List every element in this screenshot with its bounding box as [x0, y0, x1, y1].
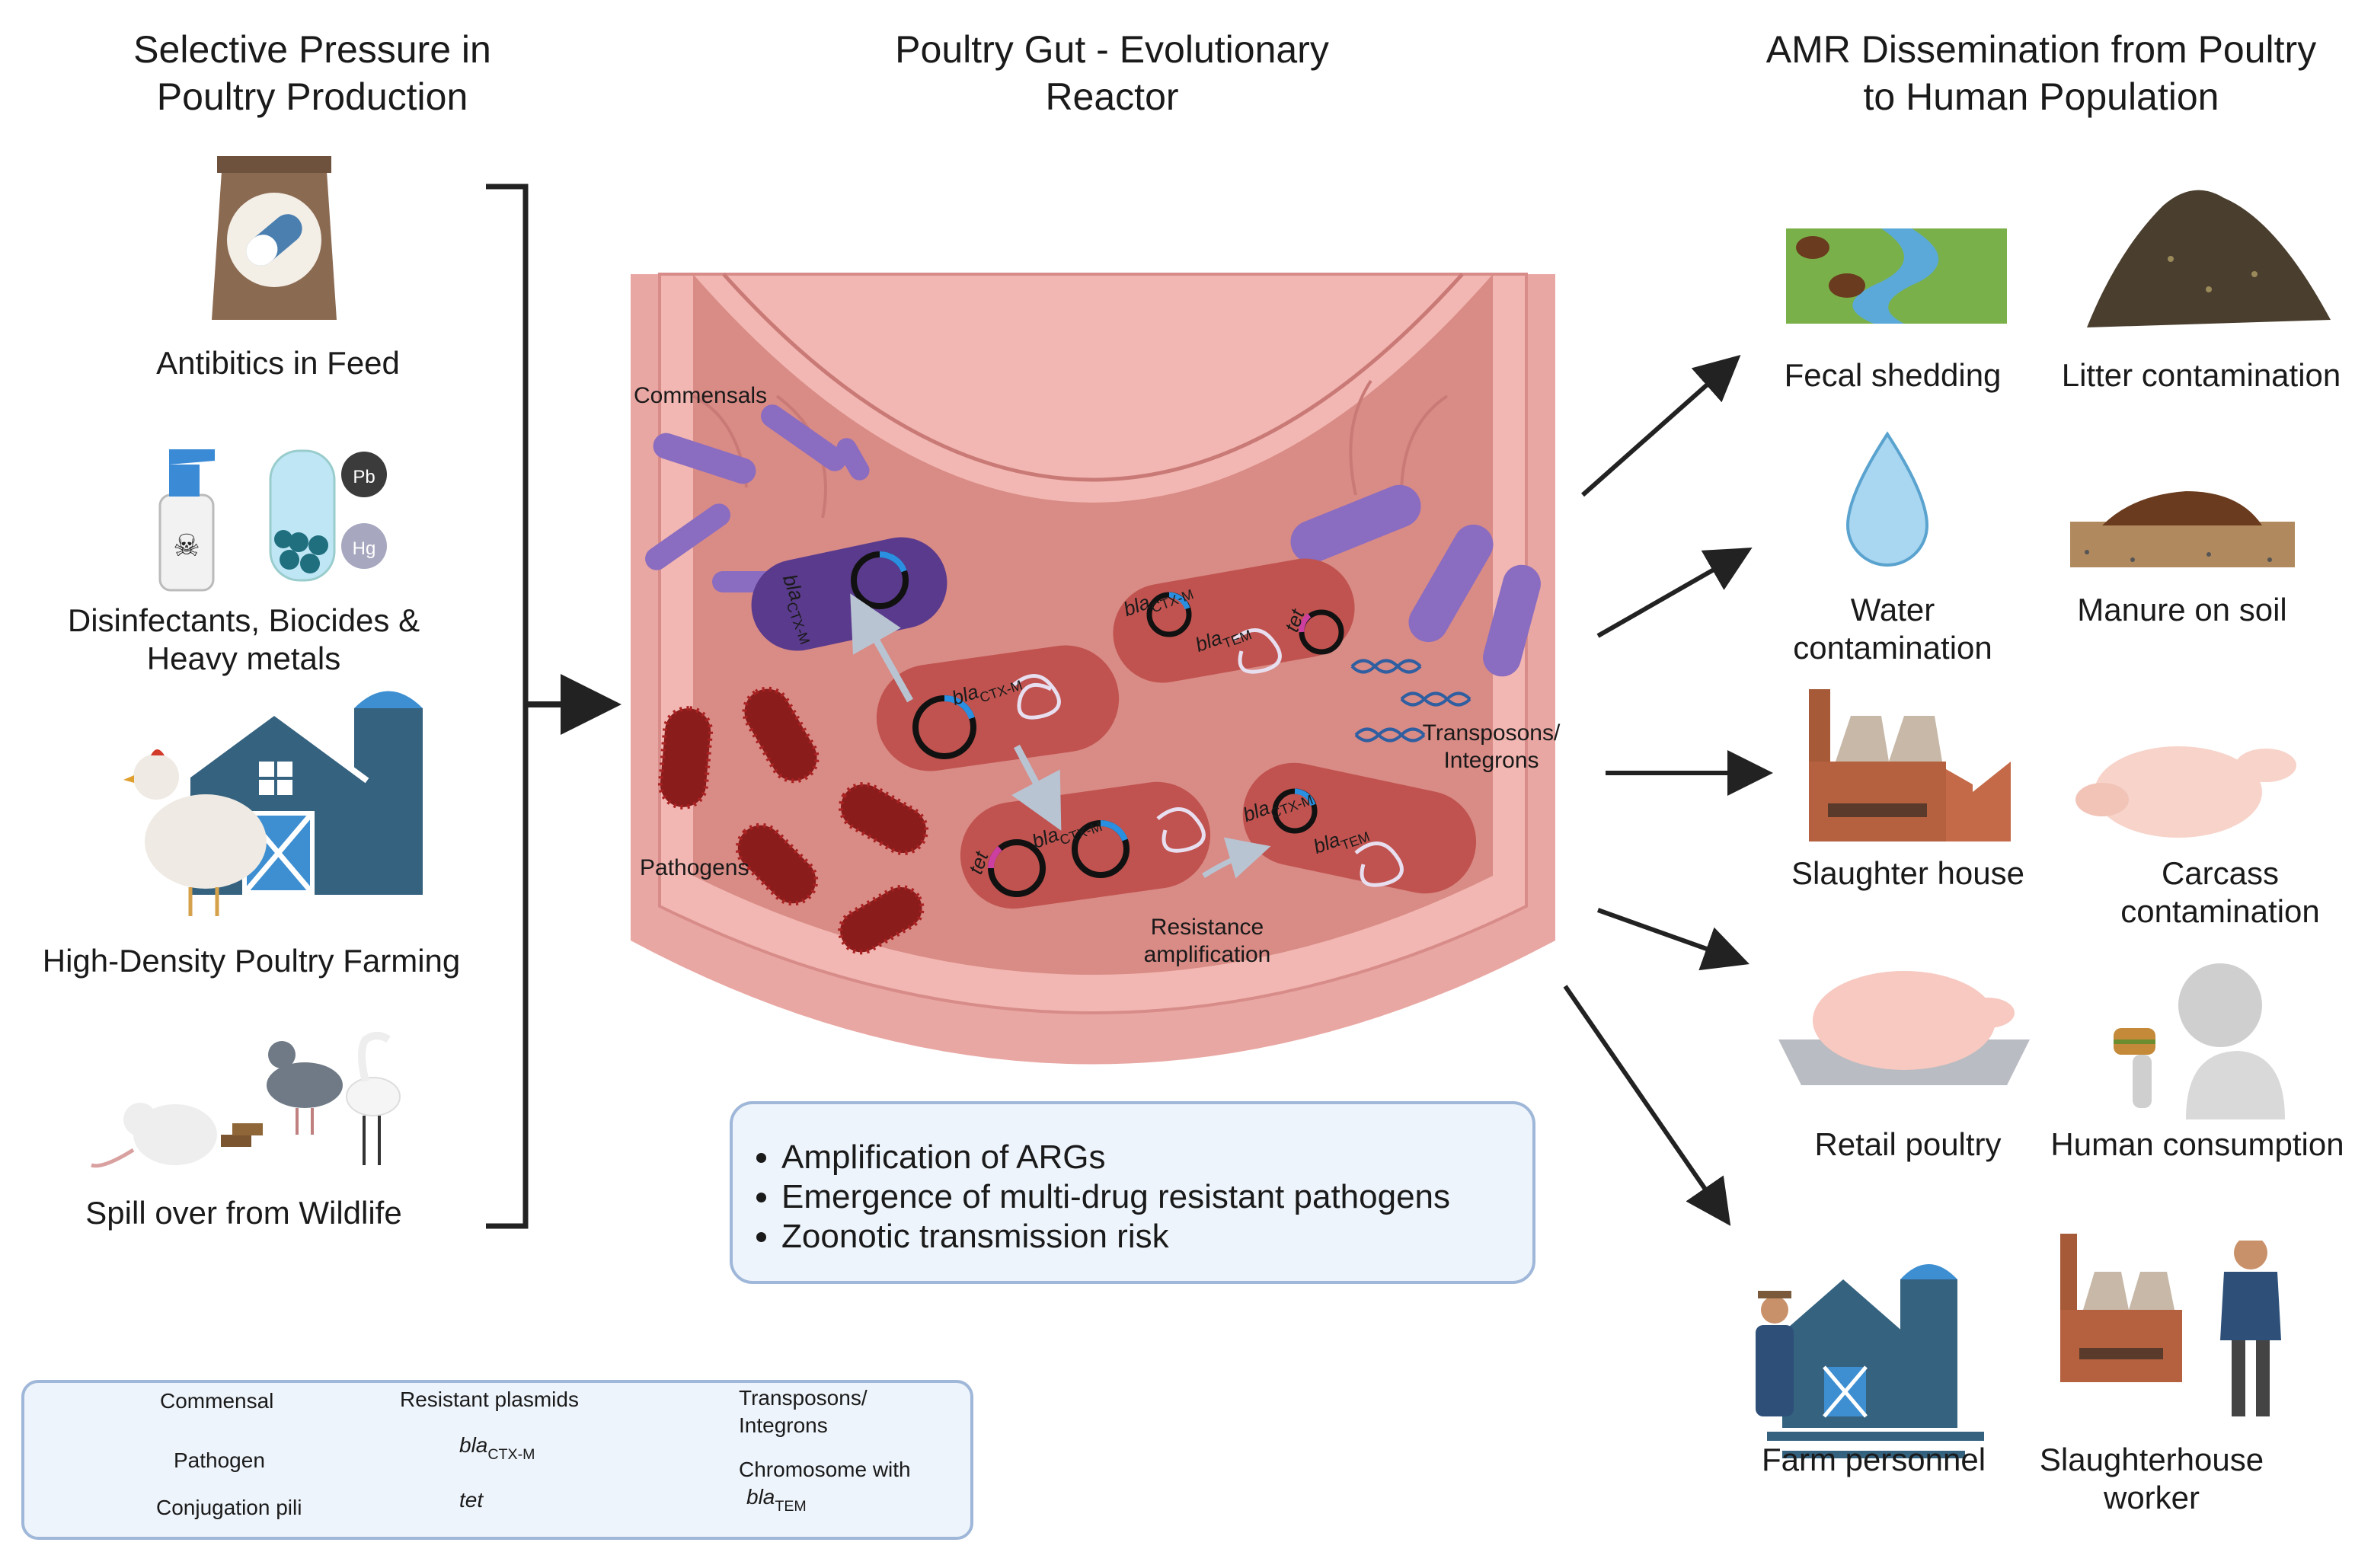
label-high-density-farming: High-Density Poultry Farming: [42, 943, 461, 979]
legend-box: [21, 1380, 973, 1540]
label-carcass-contamination: Carcass contamination: [2120, 855, 2320, 929]
svg-text:☠: ☠: [173, 529, 200, 563]
label-antibiotics-in-feed: Antibitics in Feed: [156, 345, 400, 381]
outcomes-box: Amplification of ARGs Emergence of multi…: [730, 1101, 1535, 1284]
label-retail-poultry: Retail poultry: [1814, 1126, 2002, 1162]
litter-pile-icon: [2087, 190, 2331, 327]
fecal-shedding-icon: [1786, 228, 2007, 324]
legend-commensal: Commensal: [160, 1389, 274, 1413]
label-resistance-amplification: Resistance amplification: [1143, 915, 1271, 967]
label-slaughterhouse-worker: Slaughterhouse worker: [2039, 1442, 2264, 1515]
transposon-icon: [1350, 659, 1471, 742]
legend-transposons: Transposons/ Integrons: [739, 1386, 868, 1437]
label-farm-personnel: Farm personnel: [1761, 1442, 1986, 1477]
outcome-item: Zoonotic transmission risk: [781, 1217, 1532, 1257]
label-pathogens: Pathogens: [640, 855, 749, 880]
legend-resistant-plasmids: Resistant plasmids: [400, 1388, 579, 1411]
outcomes-list: Amplification of ARGs Emergence of multi…: [733, 1138, 1532, 1257]
pb-label: Pb: [353, 467, 375, 487]
pathogen-bacteria: [657, 686, 928, 955]
label-transposons: Transposons/ Integrons: [1422, 720, 1561, 773]
feed-bag-icon: [212, 156, 337, 320]
label-commensals: Commensals: [634, 383, 768, 408]
slaughterhouse-worker-icon: [2060, 1230, 2281, 1416]
hen-icon: [123, 749, 267, 916]
label-fecal-shedding: Fecal shedding: [1784, 357, 2002, 393]
disinfectant-bottle-icon: ☠: [158, 449, 215, 592]
farm-personnel-icon: [1756, 1264, 1984, 1458]
right-column-title: AMR Dissemination from Poultry to Human …: [1765, 28, 2317, 118]
legend-pathogen: Pathogen: [174, 1448, 265, 1472]
label-slaughter-house: Slaughter house: [1791, 855, 2024, 891]
legend-tet-label: tet: [459, 1488, 484, 1512]
label-disinfectants: Disinfectants, Biocides & Heavy metals: [67, 602, 420, 676]
legend-tem-label: blaTEM: [746, 1485, 807, 1515]
legend-ctx-label: blaCTX-M: [459, 1433, 535, 1463]
label-wildlife-spillover: Spill over from Wildlife: [85, 1195, 402, 1231]
outcome-item: Emergence of multi-drug resistant pathog…: [781, 1177, 1532, 1217]
manure-soil-icon: [2070, 491, 2295, 567]
left-bracket: [486, 184, 529, 1229]
left-column-title: Selective Pressure in Poultry Production: [133, 28, 491, 118]
label-water-contamination: Water contamination: [1793, 592, 1992, 666]
wildlife-icon: [91, 1032, 401, 1168]
conjugation-transfer-arrows: [850, 593, 1271, 879]
middle-column-title: Poultry Gut - Evolutionary Reactor: [895, 28, 1329, 118]
resistant-pathogen-cells: [876, 558, 1477, 909]
retail-poultry-icon: [1778, 971, 2030, 1085]
label-litter-contamination: Litter contamination: [2061, 357, 2341, 393]
hg-label: Hg: [353, 538, 376, 559]
carcass-icon: [2075, 746, 2296, 838]
human-consumption-icon: [2114, 963, 2285, 1119]
label-human-consumption: Human consumption: [2050, 1126, 2344, 1162]
dissemination-arrows: [1563, 355, 1773, 1226]
outcome-item: Amplification of ARGs: [781, 1138, 1532, 1177]
water-drop-icon: [1845, 431, 1929, 567]
legend-chromosome: Chromosome with: [739, 1458, 911, 1481]
label-manure-on-soil: Manure on soil: [2077, 592, 2287, 628]
test-tube-icon: [269, 449, 387, 582]
slaughter-house-icon: [1809, 689, 2011, 841]
legend-conjugation-pili: Conjugation pili: [156, 1496, 302, 1519]
